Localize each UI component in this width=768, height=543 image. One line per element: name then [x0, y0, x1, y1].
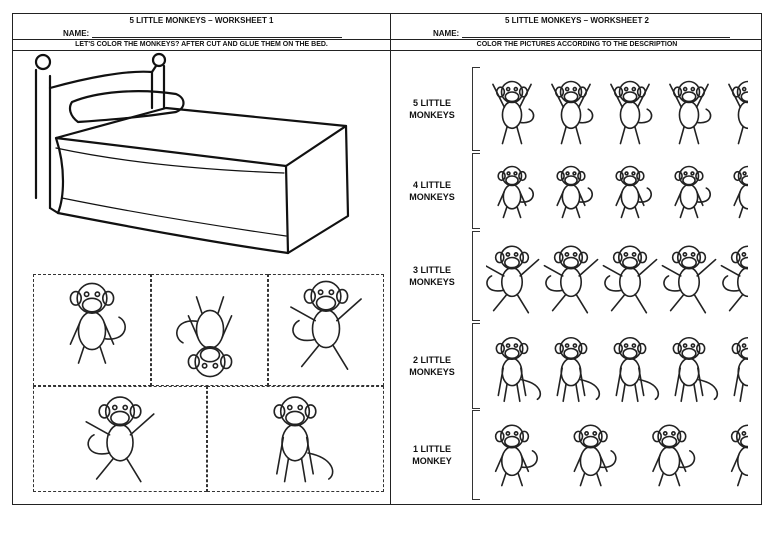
worksheet2-name-label: NAME: [433, 29, 460, 38]
dancing-monkey-icon [486, 245, 540, 314]
monkey-row-3 [472, 231, 750, 321]
big-eyed-monkey-icon [497, 165, 535, 219]
header-rule [13, 39, 761, 40]
worksheet1-name-label: NAME: [63, 29, 90, 38]
hanging-monkey-icon [492, 80, 535, 145]
row-bracket [472, 323, 480, 409]
row-bracket [472, 231, 480, 321]
row-label-5: 1 LITTLE MONKEY [392, 443, 472, 467]
monkey-row-2 [472, 153, 750, 229]
row-label-line2: MONKEYS [409, 277, 455, 287]
monkey-row-4 [472, 323, 750, 409]
dancing-monkey-icon [602, 245, 658, 314]
jumping-monkey-icon [290, 280, 362, 371]
worksheet1-instruction: LET'S COLOR THE MONKEYS? AFTER CUT AND G… [75, 41, 328, 48]
worksheet2-title: 5 LITTLE MONKEYS – WORKSHEET 2 [504, 16, 649, 25]
row-label-line1: 1 LITTLE [413, 444, 451, 454]
row-label-3: 3 LITTLE MONKEYS [392, 264, 472, 288]
dancing-monkey-icon [543, 245, 599, 314]
worksheet2-instruction: COLOR THE PICTURES ACCORDING TO THE DESC… [476, 41, 678, 48]
walking-monkey-icon [672, 336, 718, 403]
row-label-2: 4 LITTLE MONKEYS [392, 179, 472, 203]
monkey-row-5 [472, 410, 750, 500]
bed-icon [34, 52, 350, 255]
row-bracket [472, 153, 480, 229]
cutout-box-2 [151, 274, 268, 386]
worksheet1-title: 5 LITTLE MONKEYS – WORKSHEET 1 [129, 16, 274, 25]
instruction-rule [13, 50, 761, 51]
row-bracket [472, 410, 480, 500]
banana-monkey-icon [573, 424, 617, 487]
row-label-line1: 2 LITTLE [413, 355, 451, 365]
row-label-line1: 5 LITTLE [413, 98, 451, 108]
dancing-monkey-icon [661, 245, 717, 314]
big-eyed-monkey-icon [556, 165, 594, 219]
worksheet1-name-line[interactable] [92, 29, 343, 38]
cutout-box-4 [33, 386, 207, 492]
hanging-monkey-icon [551, 80, 594, 145]
walking-monkey-icon [613, 336, 659, 403]
monkey-row-1 [472, 67, 750, 151]
walking-monkey-icon [554, 336, 600, 403]
worksheet-page: 5 LITTLE MONKEYS – WORKSHEET 1 NAME: LET… [12, 13, 762, 505]
row-label-line1: 3 LITTLE [413, 265, 451, 275]
hanging-monkey-icon [669, 80, 712, 145]
cutout-box-1 [33, 274, 151, 386]
row-label-line2: MONKEYS [409, 192, 455, 202]
upside-down-monkey-icon [176, 296, 233, 378]
walking-monkey-icon [731, 336, 748, 403]
row-label-line1: 4 LITTLE [413, 180, 451, 190]
walking-monkey-icon [495, 336, 541, 403]
row-label-4: 2 LITTLE MONKEYS [392, 354, 472, 378]
reclining-monkey-icon [273, 396, 334, 483]
hanging-monkey-icon [728, 80, 748, 145]
banana-monkey-icon [652, 424, 696, 487]
row-label-line2: MONKEY [412, 456, 452, 466]
center-divider [390, 14, 391, 504]
cutout-box-5 [207, 386, 384, 492]
row-label-line2: MONKEYS [409, 110, 455, 120]
row-label-line2: MONKEYS [409, 367, 455, 377]
waving-monkey-icon [85, 396, 155, 483]
worksheet2-name-field[interactable]: NAME: [433, 29, 731, 38]
banana-monkey-icon [730, 424, 748, 487]
dancing-monkey-icon [720, 245, 748, 312]
sitting-monkey-icon [69, 282, 126, 364]
big-eyed-monkey-icon [674, 165, 712, 219]
big-eyed-monkey-icon [615, 165, 653, 219]
worksheet2-name-line[interactable] [462, 29, 731, 38]
worksheet1-name-field[interactable]: NAME: [63, 29, 343, 38]
hanging-monkey-icon [610, 80, 653, 145]
row-bracket [472, 67, 480, 151]
banana-monkey-icon [494, 424, 538, 487]
row-label-1: 5 LITTLE MONKEYS [392, 97, 472, 121]
cutout-box-3 [268, 274, 384, 386]
big-eyed-monkey-icon [733, 165, 748, 219]
